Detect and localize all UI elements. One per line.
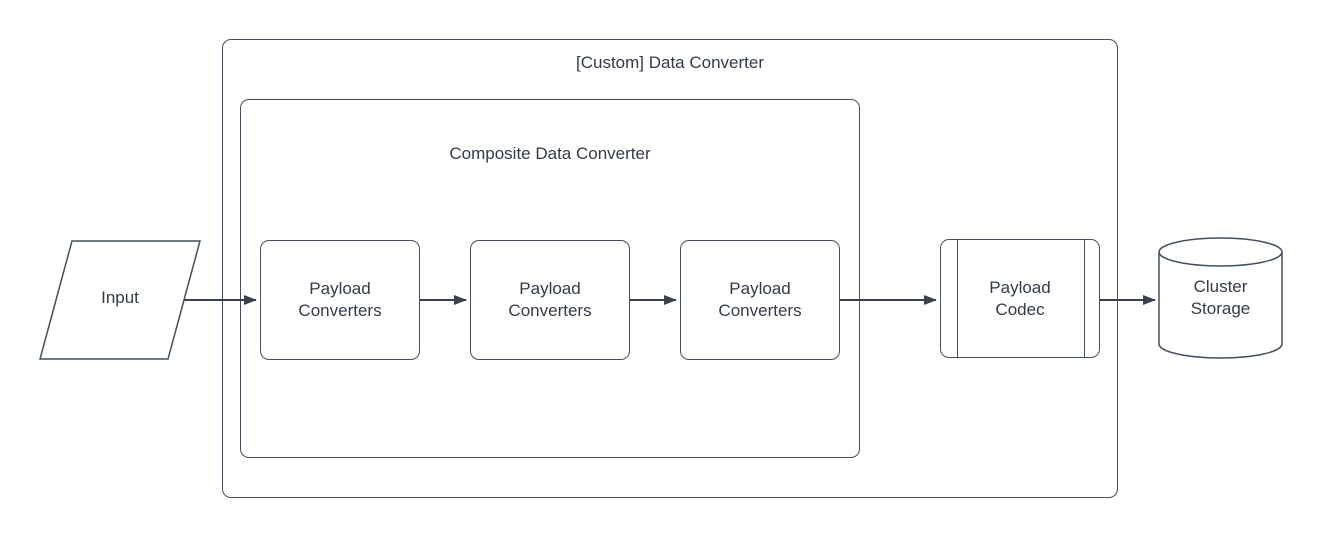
payload-converters-node-1: Payload Converters xyxy=(260,240,420,360)
cluster-storage-label: Cluster Storage xyxy=(1190,277,1251,318)
payload-converters-node-2: Payload Converters xyxy=(470,240,630,360)
input-label: Input xyxy=(101,288,139,307)
custom-data-converter-label: [Custom] Data Converter xyxy=(575,53,764,72)
custom-data-converter-container xyxy=(222,39,1118,498)
payload-converters-label-2: Payload Converters xyxy=(508,279,592,320)
payload-converters-node-3: Payload Converters xyxy=(680,240,840,360)
payload-converters-label-3: Payload Converters xyxy=(718,279,802,320)
cluster-storage-cylinder-top xyxy=(1158,237,1283,267)
payload-codec-node: Payload Codec xyxy=(940,239,1100,358)
composite-data-converter-label: Composite Data Converter xyxy=(449,144,651,163)
codec-left-bar xyxy=(957,240,958,357)
payload-codec-label: Payload Codec xyxy=(989,277,1051,319)
payload-converters-label-1: Payload Converters xyxy=(298,279,382,320)
codec-right-bar xyxy=(1084,240,1085,357)
composite-data-converter-container xyxy=(240,99,860,458)
